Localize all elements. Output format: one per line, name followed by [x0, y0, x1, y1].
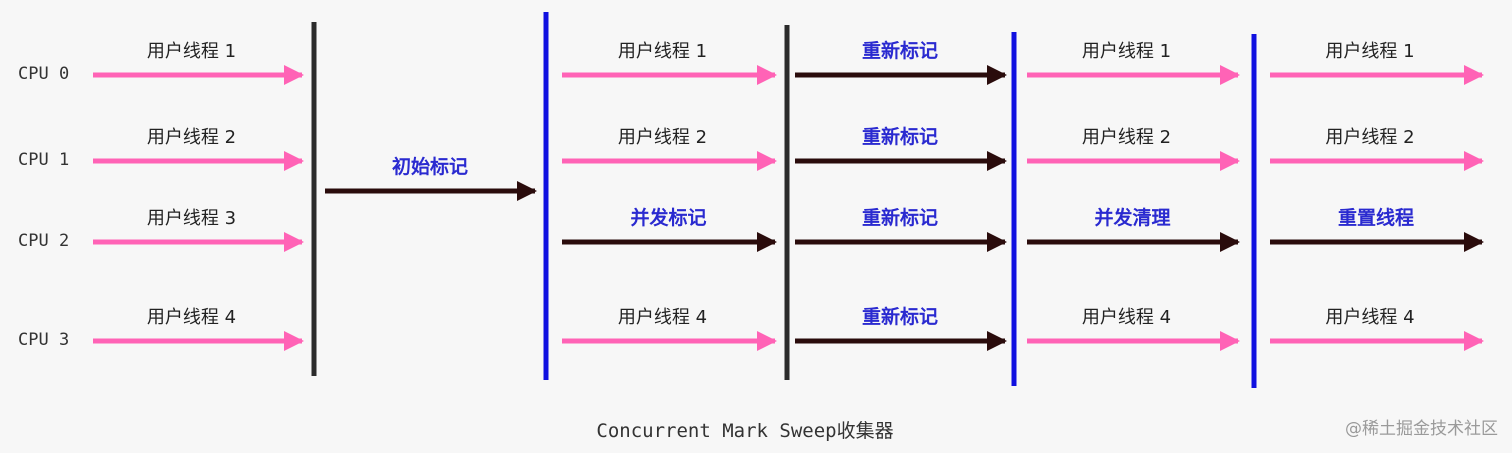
cpu-label-2: CPU 2 [18, 231, 69, 251]
seg6-label-1: 用户线程 1 [1325, 41, 1414, 62]
seg5-label-2: 用户线程 2 [1082, 127, 1171, 148]
seg4-label-2: 重新标记 [862, 125, 938, 148]
seg6-label-4: 用户线程 4 [1325, 307, 1414, 328]
seg5-label-3: 并发清理 [1094, 206, 1170, 229]
watermark: @稀土掘金技术社区 [1345, 419, 1498, 439]
seg1-label-3: 用户线程 3 [147, 208, 236, 229]
seg6-label-2: 用户线程 2 [1325, 127, 1414, 148]
seg3-label-2: 用户线程 2 [618, 127, 707, 148]
arrows-layer: 用户线程 1 用户线程 2 用户线程 3 用户线程 4 初始标记 用户线程 1 用户线程 2… [93, 39, 1484, 351]
cpu-label-0: CPU 0 [18, 64, 69, 84]
seg1-label-4: 用户线程 4 [147, 307, 236, 328]
seg4-label-4: 重新标记 [862, 305, 938, 328]
seg5-label-4: 用户线程 4 [1082, 307, 1171, 328]
seg3-label-1: 用户线程 1 [618, 41, 707, 62]
seg2-label-1: 初始标记 [392, 155, 468, 178]
seg6-label-3: 重置线程 [1338, 206, 1414, 229]
seg1-label-1: 用户线程 1 [147, 41, 236, 62]
cpu-label-1: CPU 1 [18, 150, 69, 170]
seg3-label-3: 并发标记 [630, 206, 706, 229]
seg4-label-3: 重新标记 [862, 206, 938, 229]
cpu-labels-layer: CPU 0 CPU 1 CPU 2 CPU 3 [18, 64, 69, 350]
seg1-label-2: 用户线程 2 [147, 127, 236, 148]
seg5-label-1: 用户线程 1 [1082, 41, 1171, 62]
diagram-caption: Concurrent Mark Sweep收集器 [596, 420, 893, 442]
cpu-label-3: CPU 3 [18, 330, 69, 350]
barriers-layer [311, 12, 1257, 388]
seg4-label-1: 重新标记 [862, 39, 938, 62]
seg3-label-4: 用户线程 4 [618, 307, 707, 328]
